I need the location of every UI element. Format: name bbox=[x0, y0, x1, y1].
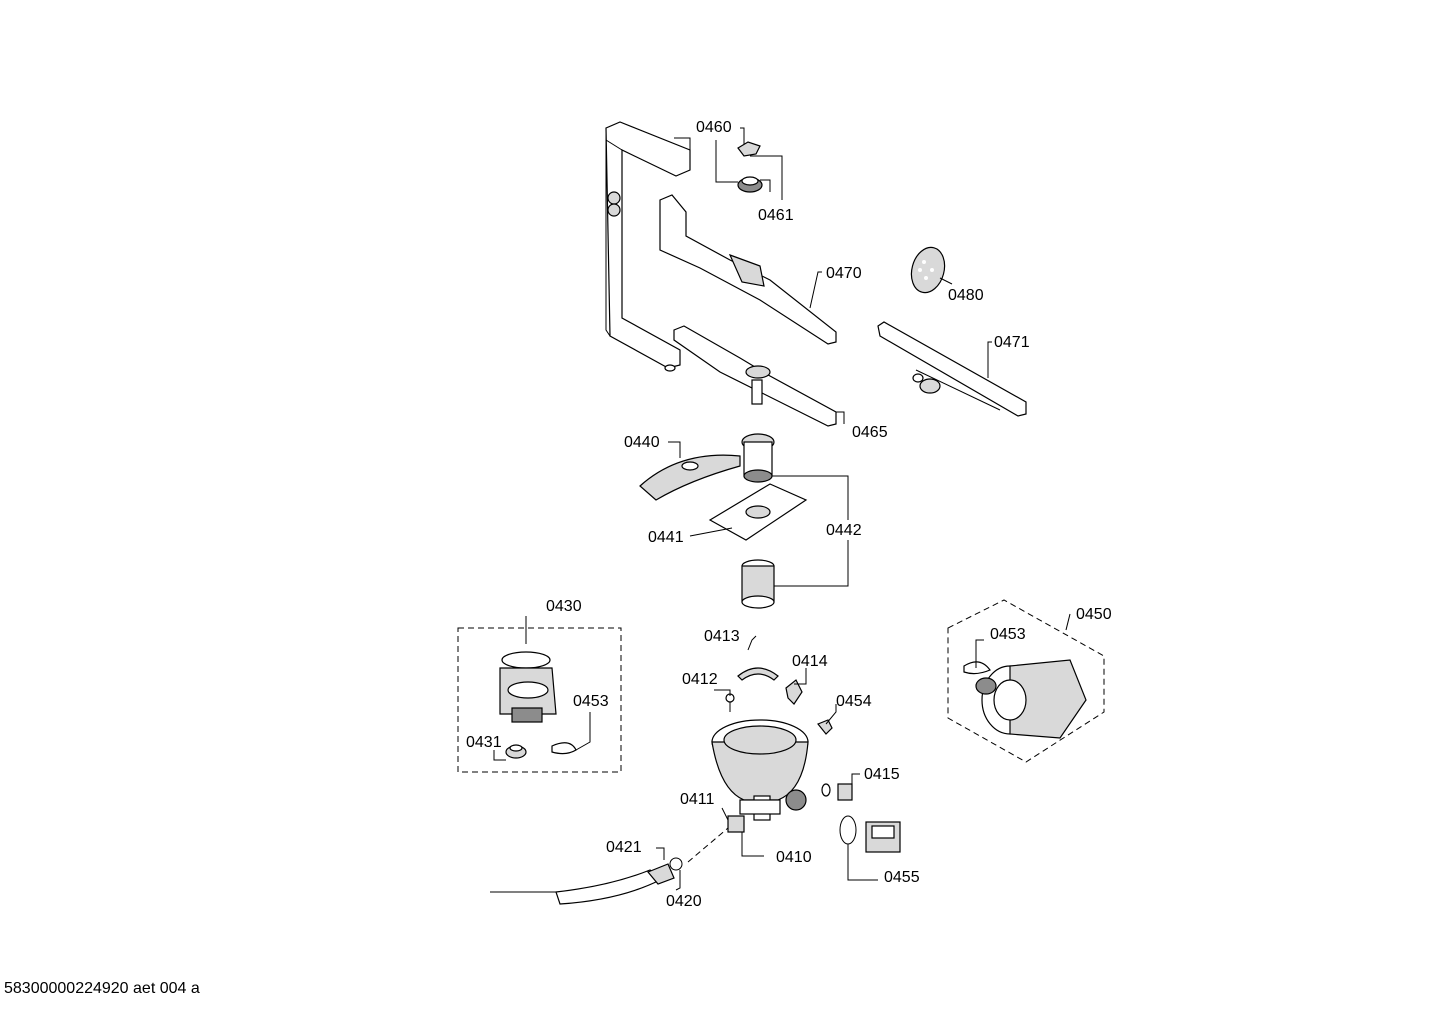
label-0465[interactable]: 0465 bbox=[852, 424, 888, 441]
connector-part-0411[interactable] bbox=[727, 815, 745, 833]
label-0471[interactable]: 0471 bbox=[994, 334, 1030, 351]
label-0460[interactable]: 0460 bbox=[696, 119, 732, 136]
label-0413[interactable]: 0413 bbox=[704, 628, 740, 645]
label-0455[interactable]: 0455 bbox=[884, 869, 920, 886]
heat-pump-part[interactable] bbox=[975, 659, 1087, 739]
nozzle-ring-part-0461[interactable] bbox=[737, 176, 763, 193]
label-0453-b[interactable]: 0453 bbox=[990, 626, 1026, 643]
nut-part-0431[interactable] bbox=[505, 744, 527, 759]
label-0461[interactable]: 0461 bbox=[758, 207, 794, 224]
lower-spray-arm-part[interactable] bbox=[673, 325, 837, 427]
label-0415[interactable]: 0415 bbox=[864, 766, 900, 783]
label-0421[interactable]: 0421 bbox=[606, 839, 642, 856]
group-0450-box bbox=[947, 599, 1105, 763]
clip-part-0454[interactable] bbox=[817, 719, 833, 735]
pump-part-0455[interactable] bbox=[865, 821, 901, 853]
label-0480[interactable]: 0480 bbox=[948, 287, 984, 304]
part-labels: 0460 0461 0470 0480 0471 0465 0440 0441 … bbox=[466, 119, 1112, 910]
nozzle-part-0460[interactable] bbox=[737, 141, 761, 157]
hook-part-0413[interactable] bbox=[737, 667, 779, 681]
label-0441[interactable]: 0441 bbox=[648, 529, 684, 546]
seal-ring-part[interactable] bbox=[839, 815, 857, 845]
label-0412[interactable]: 0412 bbox=[682, 671, 718, 688]
label-0430[interactable]: 0430 bbox=[546, 598, 582, 615]
label-0453-a[interactable]: 0453 bbox=[573, 693, 609, 710]
label-0454[interactable]: 0454 bbox=[836, 693, 872, 710]
hose-clamp-part-0453a[interactable] bbox=[551, 742, 577, 755]
label-0431[interactable]: 0431 bbox=[466, 734, 502, 751]
clip-part-0414[interactable] bbox=[785, 679, 803, 705]
label-0470[interactable]: 0470 bbox=[826, 265, 862, 282]
label-0450[interactable]: 0450 bbox=[1076, 606, 1112, 623]
group-0430-box bbox=[457, 627, 622, 773]
fine-filter-part[interactable] bbox=[741, 433, 775, 483]
label-0442[interactable]: 0442 bbox=[826, 522, 862, 539]
flat-filter-part[interactable] bbox=[708, 483, 808, 541]
sensor-part-0415[interactable] bbox=[821, 783, 853, 801]
label-0420[interactable]: 0420 bbox=[666, 893, 702, 910]
hose-clamp-part-0453b[interactable] bbox=[963, 661, 991, 675]
axis-line bbox=[687, 827, 729, 863]
supply-pipe-part[interactable] bbox=[605, 121, 691, 372]
screw-part-0412[interactable] bbox=[725, 693, 735, 712]
upper-spray-arm-part[interactable] bbox=[659, 194, 837, 345]
filter-tray-part[interactable] bbox=[639, 454, 741, 501]
filter-disc-part[interactable] bbox=[907, 244, 950, 297]
label-0411[interactable]: 0411 bbox=[680, 791, 715, 808]
label-0410[interactable]: 0410 bbox=[776, 849, 812, 866]
leader-lines bbox=[493, 127, 1071, 891]
sump-part[interactable] bbox=[711, 719, 809, 821]
heater-valve-part[interactable] bbox=[499, 651, 557, 723]
drain-hose-part[interactable] bbox=[555, 857, 683, 905]
micro-filter-part[interactable] bbox=[741, 559, 775, 609]
label-0414[interactable]: 0414 bbox=[792, 653, 828, 670]
label-0440[interactable]: 0440 bbox=[624, 434, 660, 451]
drawing-id-footer: 58300000224920 aet 004 a bbox=[4, 980, 200, 997]
spray-tube-part[interactable] bbox=[877, 321, 1027, 417]
